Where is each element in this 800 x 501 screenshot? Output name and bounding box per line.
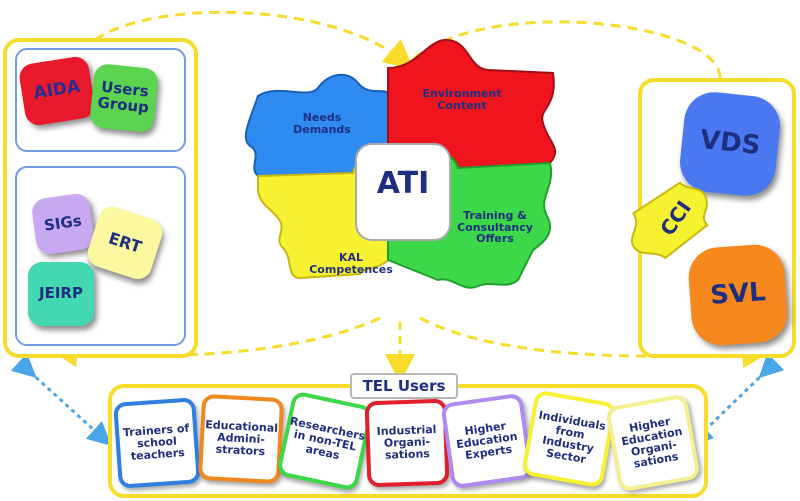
tel-tile-individuals-label: Individuals from Industry Sector <box>537 408 607 467</box>
tile-jeirp-label: JEIRP <box>39 284 83 303</box>
tile-sigs: SIGs <box>30 192 96 256</box>
tel-tile-he-orgs: Higher Education Organi-sations <box>605 393 701 493</box>
label-environment: Environment Content <box>422 87 502 112</box>
tel-tile-admin-label: Educational Admini-strators <box>204 417 279 459</box>
tel-tile-researchers-label: Researchers in non-TEL areas <box>288 414 367 463</box>
tel-tile-individuals: Individuals from Industry Sector <box>521 389 617 489</box>
tel-tile-he-orgs-label: Higher Education Organi-sations <box>620 414 684 471</box>
tile-aida-label: AIDA <box>32 76 82 104</box>
cci-connector-piece <box>631 181 709 260</box>
tel-users-title: TEL Users <box>362 377 446 395</box>
tile-users-group-label: Users Group <box>96 77 150 117</box>
tel-tile-industrial: Industrial Organi-sations <box>364 398 450 488</box>
label-kal: KAL Competences <box>309 251 393 276</box>
tel-tile-he-experts: Higher Education Experts <box>440 392 534 490</box>
core-ati-box <box>355 143 451 241</box>
tile-sigs-label: SIGs <box>42 211 83 235</box>
tel-tile-trainers: Trainers of school teachers <box>113 397 201 489</box>
tel-tile-he-experts-label: Higher Education Experts <box>455 419 519 463</box>
arrow-center-to-left <box>48 316 381 368</box>
center-puzzle <box>244 38 557 289</box>
tile-ert-label: ERT <box>106 227 145 257</box>
tel-tile-admin: Educational Admini-strators <box>197 393 285 485</box>
tile-vds-label: VDS <box>698 125 762 162</box>
arrow-left-to-tel <box>10 353 112 447</box>
tel-tile-researchers: Researchers in non-TEL areas <box>275 390 375 492</box>
tel-tile-industrial-label: Industrial Organi-sations <box>376 422 437 462</box>
tel-tile-trainers-label: Trainers of school teachers <box>122 421 190 463</box>
arrow-center-to-right <box>419 316 772 369</box>
tile-jeirp: JEIRP <box>28 262 94 326</box>
label-training: Training & Consultancy Offers <box>457 209 533 246</box>
label-ati: ATI <box>376 166 430 201</box>
tile-aida: AIDA <box>17 54 97 128</box>
label-needs-demands: Needs Demands <box>293 111 351 136</box>
tile-users-group: Users Group <box>88 62 160 134</box>
tile-svl-label: SVL <box>709 277 767 312</box>
tel-users-title-box: TEL Users <box>350 373 458 399</box>
